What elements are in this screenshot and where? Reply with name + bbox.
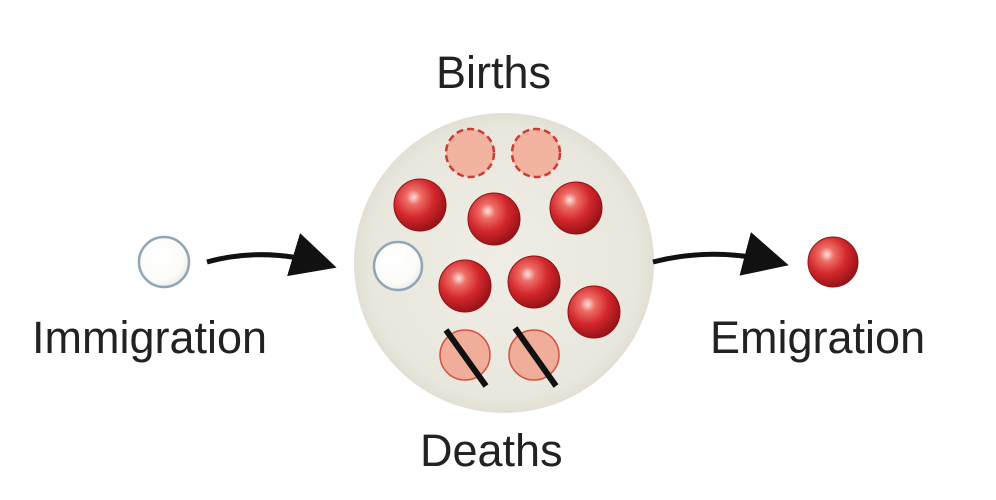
immigrant-source-icon [137, 235, 191, 289]
red-individual-icon [507, 255, 561, 309]
red-individual-icon [393, 178, 447, 232]
emigration-label: Emigration [710, 312, 926, 363]
death-strike-icon [512, 326, 559, 388]
births-label: Births [436, 47, 552, 98]
immigrant-individual-icon [372, 240, 424, 292]
red-individual-icon [467, 192, 521, 246]
birth-circle-icon [510, 127, 562, 179]
resident-individuals [393, 178, 621, 339]
emigration-arrow-icon [652, 232, 789, 276]
deaths-label: Deaths [420, 425, 563, 476]
death-individuals [439, 326, 560, 388]
emigrant-individual-icon [807, 236, 859, 288]
immigration-label: Immigration [32, 312, 268, 363]
death-strike-icon [443, 328, 489, 388]
red-individual-icon [438, 259, 492, 313]
red-individual-icon [567, 285, 621, 339]
birth-individuals [444, 127, 562, 179]
red-individual-icon [549, 181, 603, 235]
immigration-arrow-icon [206, 233, 337, 277]
birth-circle-icon [444, 127, 496, 179]
